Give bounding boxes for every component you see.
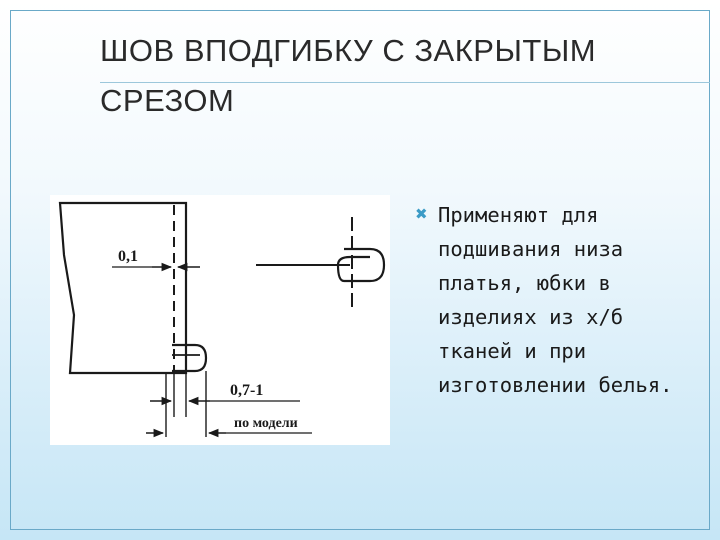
slide-frame [10,10,710,530]
slide-title: ШОВ ВПОДГИБКУ С ЗАКРЫТЫМ СРЕЗОМ [100,33,597,118]
label-0-7-1: 0,7-1 [230,382,263,399]
fabric-outline [58,201,188,375]
seam-diagram: 0,1 0,7-1 по модели [50,195,390,445]
bullet-point-text: Применяют для подшивания низа платья, юб… [438,203,673,397]
cross-section-fold [336,247,386,283]
x-mark-icon: ✖ [415,205,428,223]
title-divider [100,82,710,83]
folded-hem [172,343,208,373]
label-0-1: 0,1 [118,248,138,265]
label-po-modeli: по модели [234,416,298,431]
